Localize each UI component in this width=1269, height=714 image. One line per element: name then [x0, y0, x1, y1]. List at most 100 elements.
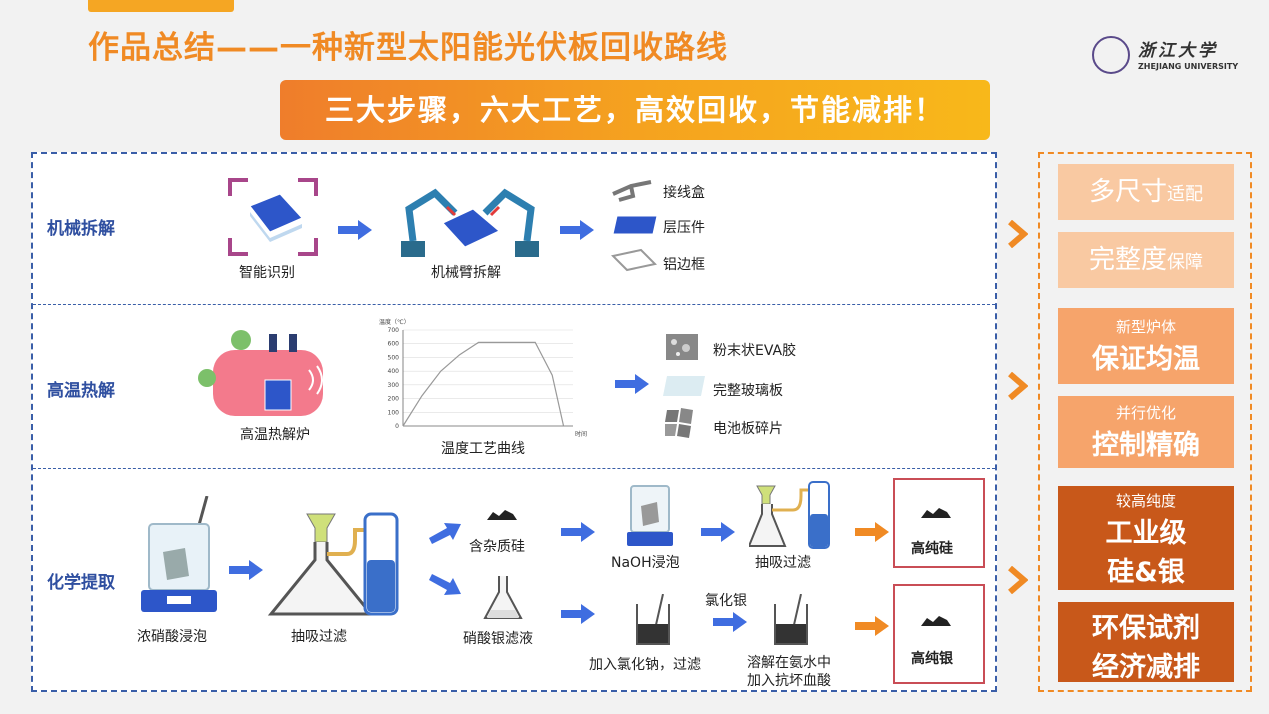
silver-product-icon — [921, 616, 951, 626]
suction-filter-icon — [267, 512, 399, 616]
nacl-caption: 加入氯化钠，过滤 — [589, 657, 701, 673]
silicon-product-icon — [921, 508, 951, 518]
output-glass-plate: 完整玻璃板 — [713, 383, 783, 399]
y-tick-label: 400 — [388, 368, 400, 375]
x-axis-label: 时间 — [575, 430, 587, 438]
filter-caption: 抽吸过滤 — [291, 629, 347, 645]
smart-recognition-icon — [228, 178, 318, 256]
card-main-text: 环保试剂 — [1092, 613, 1200, 644]
naoh-beaker-icon — [627, 485, 673, 546]
nitric-acid-beaker-icon — [141, 496, 217, 612]
temperature-series-line — [402, 341, 565, 427]
page-title: 作品总结——一种新型太阳能光伏板回收路线 — [88, 30, 728, 66]
flow-arrow-orange-icon — [855, 522, 889, 542]
high-purity-silicon-label: 高纯硅 — [911, 541, 953, 557]
y-tick-label: 600 — [388, 341, 400, 348]
process-flow-panel: 机械拆解 智能识别 机械臂拆解 接线盒 层压件 铝边框 高温热解 高温热解炉 0… — [31, 152, 997, 692]
flow-arrow-down-icon — [429, 574, 461, 595]
summary-banner: 三大步骤，六大工艺，高效回收，节能减排！ — [280, 80, 990, 140]
robot-arms-icon — [401, 188, 539, 257]
furnace-caption: 高温热解炉 — [240, 427, 310, 443]
y-axis-label: 温度（℃） — [379, 318, 410, 326]
pyrolysis-furnace-icon — [198, 330, 323, 416]
high-purity-silicon-box — [893, 478, 985, 568]
advantages-panel — [1038, 152, 1252, 692]
row-label-chemical: 化学提取 — [47, 573, 115, 593]
dissolve-caption-2: 加入抗坏血酸 — [747, 673, 831, 689]
logo-english-name: ZHEJIANG UNIVERSITY — [1138, 62, 1239, 71]
y-tick-label: 100 — [388, 409, 400, 416]
output-aluminum-frame: 铝边框 — [663, 257, 705, 273]
output-junction-box: 接线盒 — [663, 185, 705, 201]
card-main-text: 保证均温 — [1092, 344, 1200, 375]
laminate-icon — [613, 215, 657, 235]
filter2-caption: 抽吸过滤 — [755, 555, 811, 571]
aluminum-frame-icon — [611, 248, 657, 272]
high-purity-silver-box — [893, 584, 985, 684]
flow-arrow-icon — [229, 560, 263, 580]
advantage-card-furnace: 新型炉体 保证均温 — [1058, 308, 1234, 384]
robot-arm-caption: 机械臂拆解 — [431, 265, 501, 281]
soak-caption: 浓硝酸浸泡 — [137, 629, 207, 645]
output-eva-powder: 粉末状EVA胶 — [713, 343, 797, 359]
card-sub-text: 并行优化 — [1115, 404, 1176, 422]
output-laminate: 层压件 — [663, 220, 705, 236]
advantage-card-size: 多尺寸适配 — [1058, 164, 1234, 220]
silver-nitrate-flask-icon — [483, 576, 523, 619]
silver-nitrate-caption: 硝酸银滤液 — [463, 631, 533, 647]
eva-powder-icon — [666, 334, 698, 360]
curve-caption: 温度工艺曲线 — [441, 441, 525, 457]
flow-arrow-icon — [615, 374, 649, 394]
card-sub-text: 适配 — [1167, 184, 1203, 205]
flow-arrow-icon — [561, 604, 595, 624]
cell-fragments-icon — [665, 408, 693, 438]
output-cell-fragments: 电池板碎片 — [713, 421, 783, 437]
row-divider — [33, 468, 995, 469]
card-sub-text: 新型炉体 — [1115, 318, 1176, 336]
top-accent-bar — [88, 0, 234, 12]
high-purity-silver-label: 高纯银 — [911, 651, 953, 667]
flow-arrow-icon — [560, 220, 594, 240]
glass-plate-icon — [663, 376, 705, 396]
card-sub-text: 较高纯度 — [1115, 492, 1176, 510]
advantage-card-control: 并行优化 控制精确 — [1058, 396, 1234, 468]
y-tick-label: 0 — [395, 423, 399, 430]
row-label-pyrolysis: 高温热解 — [47, 381, 115, 401]
chevron-right-icon — [1008, 566, 1028, 594]
y-tick-label: 300 — [388, 382, 400, 389]
university-seal-icon — [1092, 36, 1130, 74]
flow-arrow-up-icon — [429, 523, 461, 544]
impure-silicon-caption: 含杂质硅 — [469, 539, 525, 555]
card-sub-text: 保障 — [1167, 252, 1203, 273]
flow-arrow-icon — [701, 522, 735, 542]
y-tick-label: 700 — [388, 327, 400, 334]
flow-arrow-icon — [561, 522, 595, 542]
junction-box-icon — [612, 180, 652, 202]
card-main-text-2: 硅&银 — [1107, 557, 1185, 588]
flow-arrow-orange-icon — [855, 616, 889, 636]
suction-filter-small-icon — [749, 481, 830, 549]
y-tick-label: 200 — [388, 396, 400, 403]
chevron-right-icon — [1008, 372, 1028, 400]
flow-arrow-icon — [713, 612, 747, 632]
dissolve-caption-1: 溶解在氨水中 — [747, 655, 831, 671]
advantage-card-integrity: 完整度保障 — [1058, 232, 1234, 288]
ammonia-beaker-icon — [774, 594, 808, 645]
advantage-card-eco: 环保试剂 经济减排 — [1058, 602, 1234, 683]
y-tick-label: 500 — [388, 354, 400, 361]
naoh-caption: NaOH浸泡 — [611, 555, 680, 571]
chevron-right-icon — [1008, 220, 1028, 248]
flow-arrow-icon — [338, 220, 372, 240]
row-label-mechanical: 机械拆解 — [47, 219, 115, 239]
nacl-beaker-icon — [636, 594, 670, 645]
card-main-text-2: 经济减排 — [1092, 652, 1200, 683]
card-main-text: 多尺寸 — [1088, 177, 1167, 207]
university-logo: 浙江大学 ZHEJIANG UNIVERSITY — [1092, 34, 1238, 78]
silver-chloride-label: 氯化银 — [705, 593, 747, 609]
card-main-text: 工业级 — [1105, 518, 1187, 549]
advantage-card-purity: 较高纯度 工业级 硅&银 — [1058, 486, 1234, 590]
card-main-text: 完整度 — [1088, 245, 1167, 275]
row-divider — [33, 304, 995, 305]
card-main-text: 控制精确 — [1092, 430, 1200, 461]
